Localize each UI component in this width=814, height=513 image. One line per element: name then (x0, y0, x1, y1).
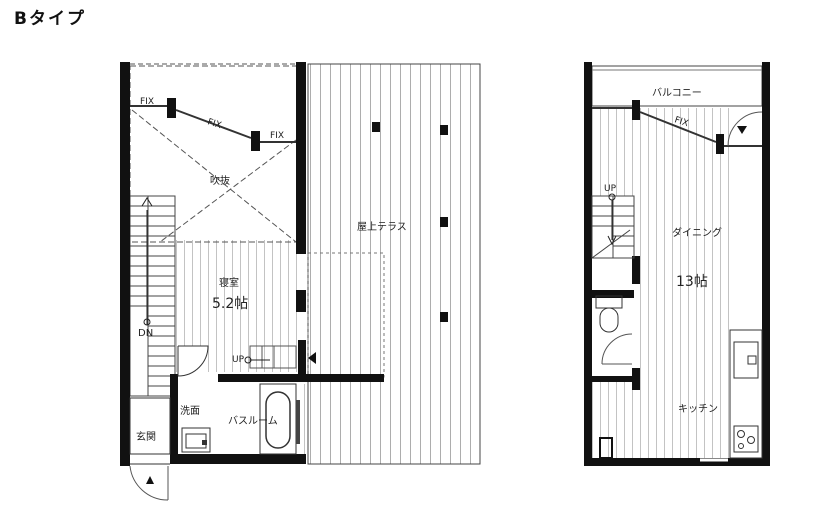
rooftop-terrace-floor (307, 63, 481, 465)
down-label: DN (138, 328, 153, 339)
entrance-area (129, 397, 171, 501)
stair-start-mark-right (608, 193, 616, 201)
entrance-label: 玄関 (136, 430, 156, 443)
dining-label: ダイニング (672, 226, 722, 239)
dining-size-label: 13帖 (676, 274, 708, 290)
bedroom-label: 寝室 (219, 276, 239, 289)
terrace-posts (372, 122, 448, 322)
fix-windows-left (130, 105, 296, 143)
bathtub (259, 383, 300, 455)
fix-label-1: FIX (140, 97, 154, 107)
dining-floor (634, 108, 730, 458)
up-stair-mark (244, 345, 316, 369)
toilet (595, 295, 623, 333)
stairs-left (129, 195, 176, 397)
balcony-arrow-icon (737, 126, 747, 134)
up-label-right: UP (604, 184, 617, 194)
stair-start-mark (143, 318, 151, 326)
fix-label-2: FIX (206, 117, 222, 131)
walls-right (584, 62, 770, 466)
void-label: 吹抜 (210, 174, 230, 187)
wash-basin (181, 427, 211, 453)
kitchen-label: キッチン (678, 403, 718, 415)
terrace-dashed-area (307, 252, 385, 378)
triangle-marker (308, 352, 316, 364)
fix-label-3: FIX (270, 131, 284, 141)
balcony-label: バルコニー (652, 87, 702, 99)
page-title: Bタイプ (14, 9, 86, 29)
door-swing-area (178, 346, 208, 376)
toilet-door (601, 333, 633, 365)
right-floor-plan: バルコニー FIX UP ダイニング 13帖 キッチン (584, 62, 770, 466)
rooftop-terrace-label: 屋上テラス (357, 221, 407, 233)
stairs-right (591, 195, 635, 259)
fix-windows-right (592, 107, 762, 147)
walls-left (120, 62, 384, 466)
washroom-label: 洗面 (180, 405, 200, 417)
kitchen-counter (729, 329, 763, 459)
bedroom-door (177, 345, 209, 377)
entrance-arrow-icon (146, 476, 154, 484)
bedroom-size-label: 5.2帖 (212, 296, 248, 312)
balcony-area (591, 65, 763, 107)
up-label: UP (232, 355, 245, 365)
fix-label-right: FIX (673, 115, 689, 129)
bathroom-label: バスルーム (228, 415, 278, 427)
left-floor-plan: FIX FIX FIX 吹抜 屋上テラス 寝室 5.2帖 DN UP 洗面 バス… (120, 62, 481, 501)
balcony-door (727, 111, 763, 147)
